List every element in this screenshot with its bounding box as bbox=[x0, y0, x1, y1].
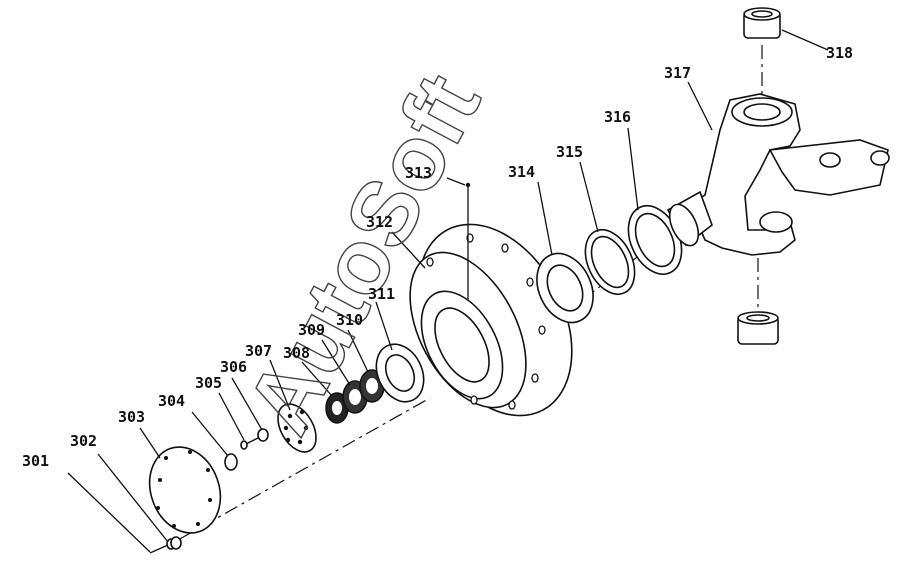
callout-316: 316 bbox=[604, 108, 631, 126]
part-318-lower-bushing bbox=[737, 311, 779, 345]
part-311-outer-bearing bbox=[375, 343, 425, 403]
callout-311: 311 bbox=[368, 285, 395, 303]
part-314-inner-bearing bbox=[536, 252, 594, 324]
part-317-steering-knuckle bbox=[666, 93, 890, 256]
callout-301: 301 bbox=[22, 452, 49, 470]
callout-304: 304 bbox=[158, 392, 185, 410]
part-302-washer bbox=[170, 536, 182, 550]
part-305-bolt bbox=[240, 437, 259, 450]
callout-310: 310 bbox=[336, 311, 363, 329]
callout-318: 318 bbox=[826, 44, 853, 62]
callout-labels: 301 302 303 304 305 306 307 308 309 310 … bbox=[22, 44, 853, 470]
callout-303: 303 bbox=[118, 408, 145, 426]
callout-307: 307 bbox=[245, 342, 272, 360]
callout-314: 314 bbox=[508, 163, 535, 181]
callout-309: 309 bbox=[298, 321, 325, 339]
part-315-oil-seal bbox=[584, 229, 636, 295]
part-316-seal-ring bbox=[627, 205, 683, 275]
callout-315: 315 bbox=[556, 143, 583, 161]
callout-317: 317 bbox=[664, 64, 691, 82]
callout-308: 308 bbox=[283, 344, 310, 362]
callout-313: 313 bbox=[405, 164, 432, 182]
part-313-stud bbox=[465, 182, 471, 300]
leader-lines bbox=[67, 29, 829, 553]
kingpin-axis-line bbox=[757, 45, 763, 318]
callout-306: 306 bbox=[220, 358, 247, 376]
part-303-cover-plate bbox=[148, 446, 222, 534]
callout-305: 305 bbox=[195, 374, 222, 392]
callout-312: 312 bbox=[366, 213, 393, 231]
part-307-lock-plate bbox=[277, 403, 317, 453]
callout-302: 302 bbox=[70, 432, 97, 450]
part-306-washer bbox=[257, 428, 269, 442]
part-318-upper-bushing bbox=[743, 7, 781, 39]
part-312-wheel-hub bbox=[409, 223, 573, 417]
part-304-o-ring bbox=[224, 453, 238, 471]
